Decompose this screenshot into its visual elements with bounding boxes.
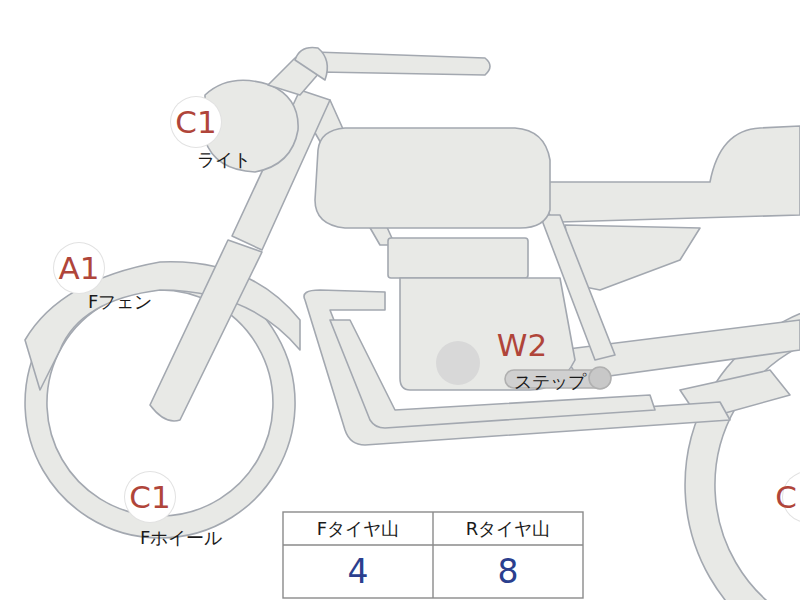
callout-node: C1Fホイール	[125, 472, 175, 522]
callout-node: C1ライト	[171, 97, 221, 147]
table-cell: 4	[283, 545, 433, 598]
callout-circle: C1	[171, 97, 221, 147]
callout-circle: C	[783, 472, 800, 522]
callout-node: W2ステップ	[497, 320, 547, 370]
callout-code: C	[775, 482, 797, 513]
engine-cover	[436, 341, 480, 385]
table-rule	[432, 512, 433, 598]
seat	[544, 126, 800, 222]
front-fork	[150, 240, 262, 421]
mirror	[295, 48, 327, 81]
part-name: Fホイール	[138, 528, 224, 548]
table-frame	[283, 512, 583, 598]
engine-head	[388, 238, 528, 278]
callout-code: W2	[497, 330, 547, 361]
footstep-pivot	[589, 367, 611, 389]
table-header: Rタイヤ山	[466, 520, 551, 538]
part-name: ステップ	[512, 372, 588, 392]
callout-circle: W2	[492, 315, 552, 375]
callout-code: C1	[129, 482, 170, 513]
table-cell: 8	[433, 545, 583, 598]
table-value: 4	[348, 555, 369, 588]
callout-code: C1	[175, 107, 216, 138]
callout-circle: C1	[125, 472, 175, 522]
callout-code: A1	[59, 253, 100, 284]
part-name: ライト	[195, 150, 253, 170]
table-value: 8	[498, 555, 519, 588]
callout-node: C	[783, 472, 800, 522]
table-cell: Rタイヤ山	[433, 512, 583, 545]
callout-node: A1Fフェン	[54, 243, 104, 293]
callout-circle: A1	[54, 243, 104, 293]
part-name: Fフェン	[86, 292, 154, 312]
table-header: Fタイヤ山	[317, 520, 399, 538]
table-cell: Fタイヤ山	[283, 512, 433, 545]
fuel-tank	[315, 128, 550, 228]
